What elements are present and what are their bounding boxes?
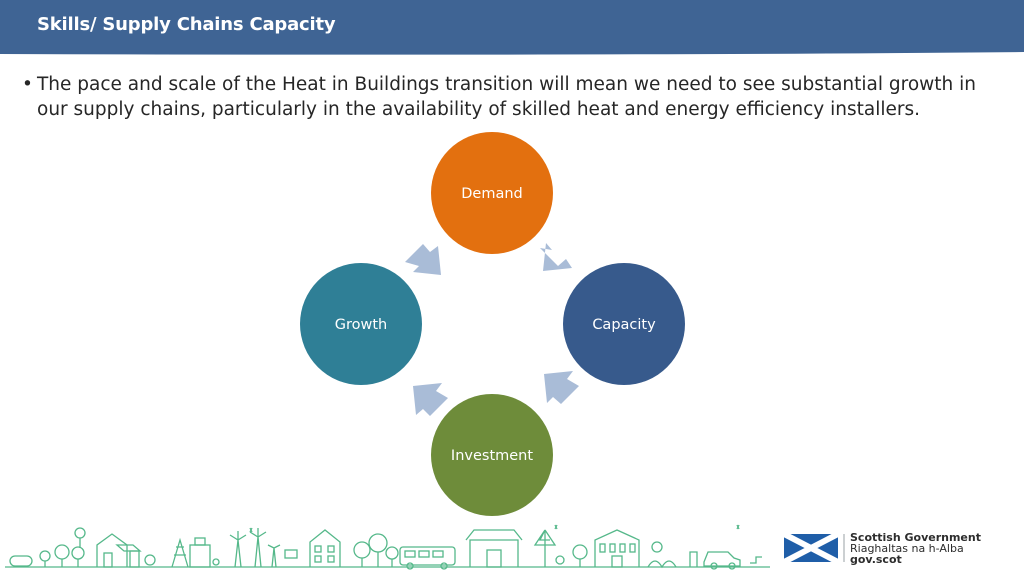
header-swoosh <box>0 50 1024 55</box>
cycle-arrow-investment-to-growth <box>413 383 448 416</box>
logo-line-3: gov.scot <box>850 553 902 566</box>
saltire-flag-icon <box>782 531 845 565</box>
cycle-arrow-growth-to-demand <box>405 244 441 275</box>
bullet-text: The pace and scale of the Heat in Buildi… <box>37 74 977 120</box>
cycle-node-capacity: Capacity <box>563 263 685 385</box>
bullet-marker: • <box>22 74 33 95</box>
footer-illustration <box>5 524 845 570</box>
scottish-government-logo: Scottish Government Riaghaltas na h-Alba… <box>850 532 981 565</box>
cycle-node-demand: Demand <box>431 132 553 254</box>
cycle-arrow-capacity-to-investment <box>544 371 579 404</box>
cycle-node-investment: Investment <box>431 394 553 516</box>
node-label-investment: Investment <box>451 448 533 464</box>
cycle-node-growth: Growth <box>300 263 422 385</box>
header-bar: Skills/ Supply Chains Capacity <box>0 0 1024 50</box>
logo-line-2: Riaghaltas na h-Alba <box>850 542 964 555</box>
logo-line-1: Scottish Government <box>850 531 981 544</box>
node-label-demand: Demand <box>461 186 523 202</box>
slide-title: Skills/ Supply Chains Capacity <box>37 14 336 35</box>
cycle-arrow-demand-to-capacity <box>540 243 572 271</box>
node-label-growth: Growth <box>335 317 388 333</box>
footer-line-art <box>5 524 770 570</box>
node-label-capacity: Capacity <box>592 317 656 333</box>
